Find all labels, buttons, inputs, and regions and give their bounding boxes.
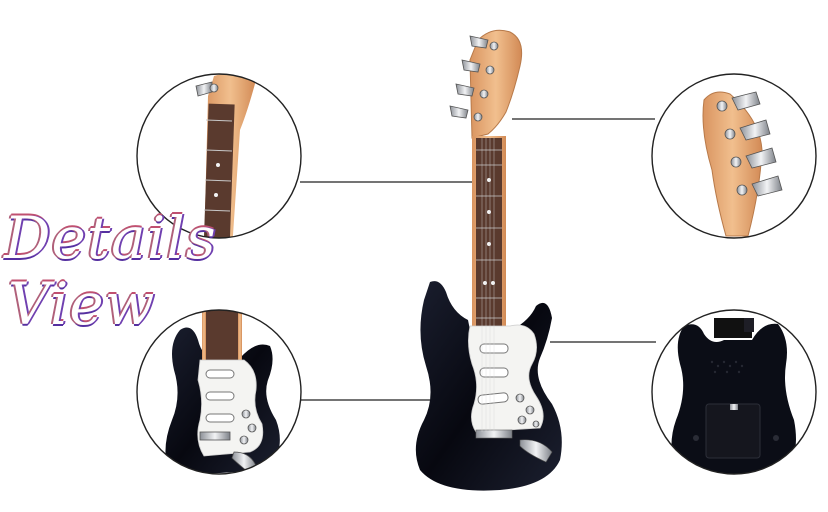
main-guitar <box>415 29 562 491</box>
control-knobs <box>515 393 540 428</box>
output-jack <box>519 439 553 463</box>
body-back-closeup-view <box>651 309 817 475</box>
neck-closeup-view <box>136 73 302 239</box>
heading-line-2: View <box>8 270 156 338</box>
tuner-pegs <box>449 35 499 122</box>
strings <box>481 138 495 432</box>
pickups <box>477 343 509 405</box>
fretboard <box>476 138 502 334</box>
callout-lines <box>300 118 656 401</box>
headstock-closeup-view <box>651 73 817 239</box>
frets <box>476 149 502 319</box>
details-view-heading: Details View <box>4 204 217 338</box>
heading-line-1: Details <box>4 204 217 272</box>
body-front-closeup-view <box>136 309 302 475</box>
headstock <box>469 29 523 139</box>
